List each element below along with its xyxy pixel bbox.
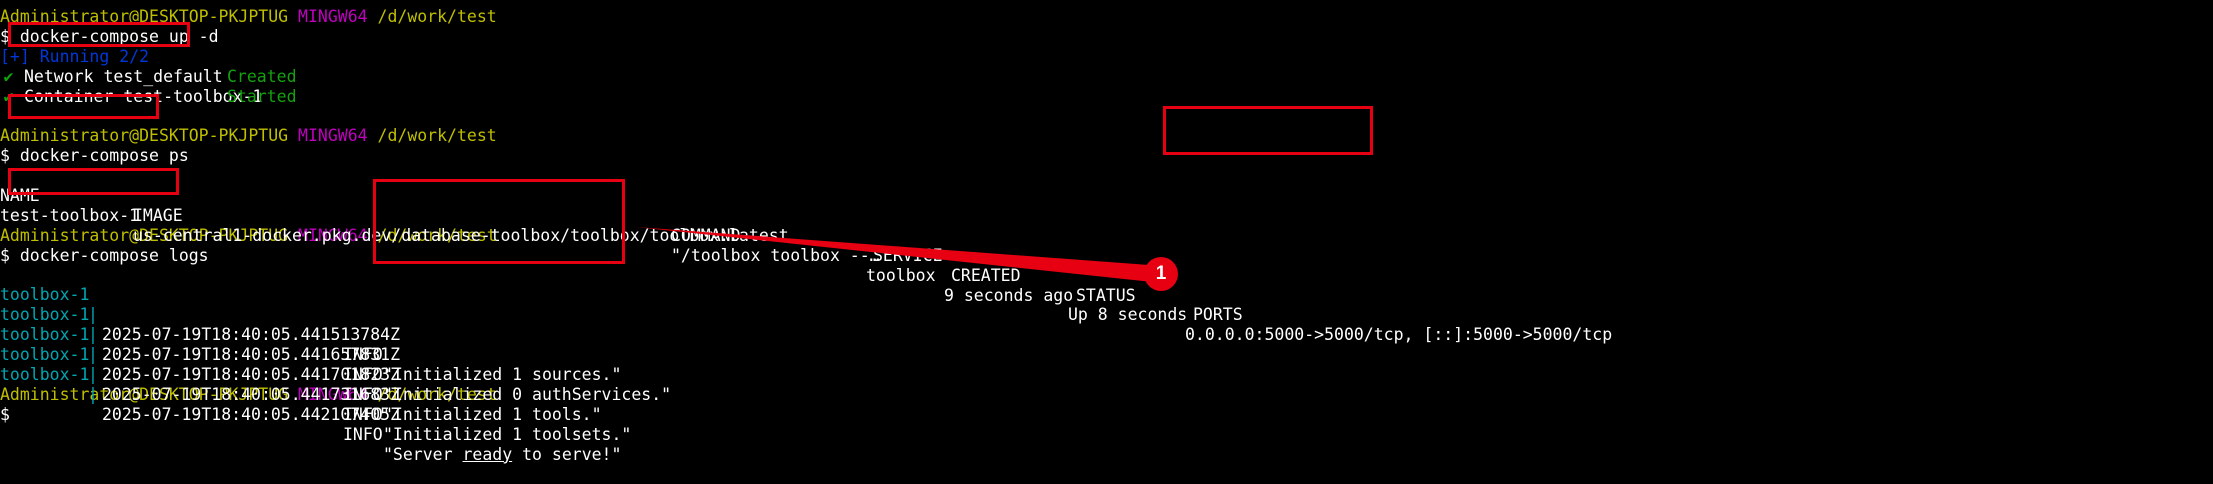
blank-line [0, 206, 2213, 226]
log-separator: | [88, 345, 98, 365]
annotation-badge: 1 [1144, 257, 1178, 291]
header-image: IMAGE [133, 205, 183, 225]
log-message: "Initialized 1 toolsets." [383, 424, 632, 444]
log-separator: | [88, 325, 98, 345]
command-text: docker-compose up -d [19, 26, 219, 46]
progress-item-status: Created [227, 66, 297, 86]
log-timestamp: 2025-07-19T18:40:05.442107405Z [102, 404, 401, 424]
prompt-shell: MINGW64 [298, 225, 368, 245]
prompt-symbol: $ [0, 146, 10, 166]
log-line: toolbox-1 | 2025-07-19T18:40:05.44210740… [0, 345, 2213, 464]
progress-item-status: Started [227, 86, 297, 106]
header-ports: PORTS [1193, 305, 1243, 325]
log-line: toolbox-1 | 2025-07-19T18:40:05.44151378… [0, 266, 2213, 384]
cell-created: 9 seconds ago [944, 285, 1074, 305]
prompt-user: Administrator@DESKTOP-PKJPTUG [0, 7, 289, 26]
log-timestamp: 2025-07-19T18:40:05.441513784Z [102, 325, 401, 345]
prompt-shell: MINGW64 [298, 7, 368, 26]
log-timestamp: 2025-07-19T18:40:05.441731683Z [102, 384, 401, 404]
input-line[interactable]: $ [0, 405, 2213, 425]
log-service: toolbox-1 [0, 285, 90, 305]
blank-line [0, 106, 2213, 126]
prompt-user: Administrator@DESKTOP-PKJPTUG [0, 126, 289, 146]
cell-ports: 0.0.0.0:5000->5000/tcp, [::]:5000->5000/… [1185, 325, 1613, 345]
log-line: toolbox-1 | 2025-07-19T18:40:05.44170182… [0, 305, 2213, 424]
log-line: toolbox-1 | 2025-07-19T18:40:05.44173168… [0, 325, 2213, 444]
prompt-user: Administrator@DESKTOP-PKJPTUG [0, 225, 289, 245]
table-row: test-toolbox-1 us-central1-docker.pkg.de… [0, 186, 2213, 344]
log-service: toolbox-1 [0, 325, 90, 345]
prompt-symbol: $ [0, 245, 10, 265]
log-message-underlined: ready [462, 444, 513, 464]
log-message-suffix: to serve!" [512, 444, 622, 464]
running-status: [+] Running 2/2 [0, 46, 150, 66]
log-message-prefix: "Server [383, 444, 463, 464]
prompt-user: Administrator@DESKTOP-PKJPTUG [0, 384, 289, 404]
cell-name: test-toolbox-1 [0, 205, 140, 225]
log-timestamp: 2025-07-19T18:40:05.441657831Z [102, 345, 401, 365]
command-line: $ docker-compose up -d [0, 27, 2213, 47]
log-timestamp: 2025-07-19T18:40:05.441701823Z [102, 365, 401, 385]
log-line: toolbox-1 | 2025-07-19T18:40:05.44165783… [0, 285, 2213, 404]
log-separator: | [88, 305, 98, 325]
log-service: toolbox-1 [0, 365, 90, 385]
prompt-line: Administrator@DESKTOP-PKJPTUG MINGW64 /d… [0, 226, 2213, 246]
check-icon: ✔ [3, 86, 14, 106]
log-level: INFO [343, 404, 383, 424]
header-status: STATUS [1076, 285, 1136, 305]
command-line: $ docker-compose logs [0, 246, 2213, 266]
command-text: docker-compose ps [19, 146, 189, 166]
prompt-line: Administrator@DESKTOP-PKJPTUG MINGW64 /d… [0, 7, 2213, 27]
prompt-shell: MINGW64 [298, 384, 368, 404]
table-header: NAME IMAGE COMMAND SERVICE CREATED STATU… [0, 166, 2213, 324]
log-level: INFO [343, 424, 383, 444]
log-service: toolbox-1 [0, 305, 90, 325]
prompt-symbol: $ [0, 26, 10, 46]
log-message: "Initialized 0 authServices." [383, 385, 672, 404]
prompt-line: Administrator@DESKTOP-PKJPTUG MINGW64 /d… [0, 385, 2213, 405]
prompt-path: /d/work/test [377, 7, 497, 26]
log-message: "Initialized 1 tools." [383, 404, 602, 424]
cell-image: us-central1-docker.pkg.dev/database-tool… [133, 225, 789, 245]
prompt-path: /d/work/test [377, 384, 497, 404]
log-service: toolbox-1 [0, 345, 90, 365]
log-separator: | [88, 365, 98, 385]
prompt-path: /d/work/test [377, 126, 497, 146]
log-separator: | [88, 384, 98, 404]
log-level: INFO [343, 365, 383, 385]
command-text: docker-compose logs [19, 245, 209, 265]
log-level: INFO [343, 345, 383, 365]
log-level: INFO [343, 384, 383, 404]
cell-command: "/toolbox toolbox --…" [671, 245, 890, 265]
progress-item-label: Network test_default [24, 66, 223, 86]
prompt-shell: MINGW64 [298, 126, 368, 146]
prompt-symbol: $ [0, 404, 10, 424]
cell-status: Up 8 seconds [1068, 305, 1188, 325]
prompt-path: /d/work/test [377, 225, 497, 245]
terminal-output: Administrator@DESKTOP-PKJPTUG MINGW64 /d… [0, 7, 2213, 464]
check-icon: ✔ [3, 66, 14, 86]
command-line: $ docker-compose ps [0, 146, 2213, 166]
log-message: "Server ready to serve!" [383, 445, 621, 465]
log-message: "Initialized 1 sources." [383, 365, 622, 385]
prompt-line: Administrator@DESKTOP-PKJPTUG MINGW64 /d… [0, 126, 2213, 146]
